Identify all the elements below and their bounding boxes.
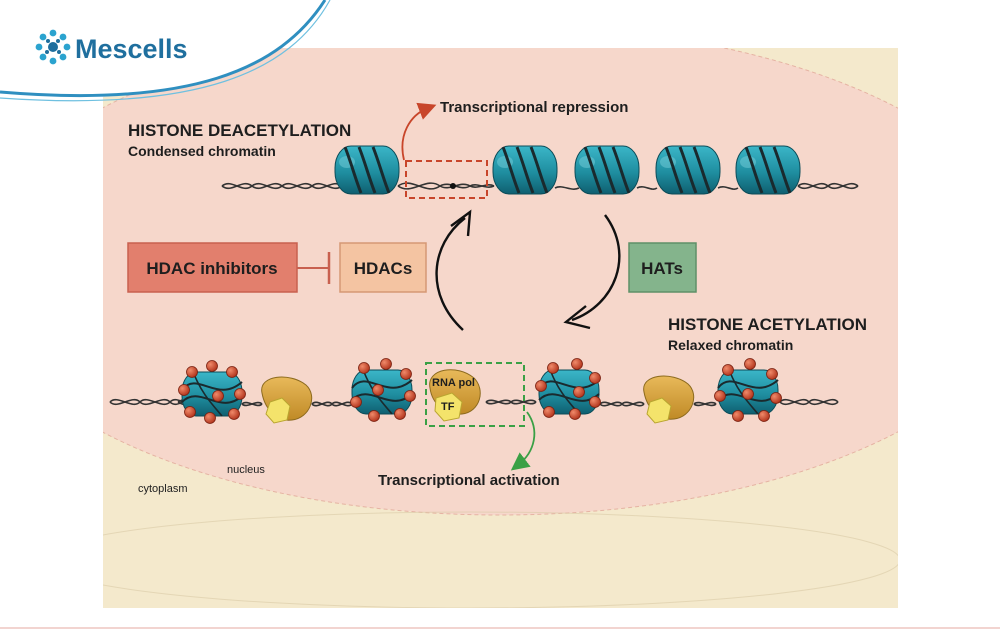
nucleus-label: nucleus: [227, 464, 265, 476]
acetyl-group: [226, 366, 238, 378]
acetyl-group: [404, 390, 416, 402]
acetyl-group: [569, 408, 581, 420]
acetyl-group: [184, 406, 196, 418]
hdac-inhibitors-box: [127, 242, 298, 293]
acetylated-nucleosome: [535, 358, 601, 420]
acetyl-group: [206, 360, 218, 372]
hdac-inhibitors-label: HDAC inhibitors: [146, 259, 277, 278]
condensed-nucleosome: [655, 145, 721, 195]
acetyl-group: [722, 364, 734, 376]
acetyl-group: [766, 368, 778, 380]
acetyl-group: [358, 362, 370, 374]
acetyl-group: [732, 410, 744, 422]
acetyl-group: [571, 358, 583, 370]
acetyl-group: [770, 392, 782, 404]
hdacs-box: [339, 242, 427, 293]
condensed-nucleosomes: [334, 145, 801, 195]
cytoplasm-label: cytoplasm: [138, 483, 188, 495]
acetyl-group: [228, 408, 240, 420]
activation-arrow: [510, 411, 536, 471]
header-swoosh: [0, 0, 325, 98]
repression-label: Transcriptional repression: [440, 99, 628, 116]
acetyl-group: [204, 412, 216, 424]
condensed-nucleosome: [574, 145, 640, 195]
relaxed-dna-strand: [109, 398, 839, 407]
acetylated-nucleosome: [350, 358, 416, 422]
relaxed-nucleosomes: [178, 358, 782, 424]
acetyl-group: [535, 380, 547, 392]
acetylation-cycle-arrow: [571, 214, 621, 322]
acetyl-group: [547, 362, 559, 374]
brand-name: Mescells: [75, 34, 188, 64]
acetyl-group: [372, 384, 384, 396]
acetyl-group: [744, 358, 756, 370]
deacetylation-title: HISTONE DEACETYLATION: [128, 121, 351, 140]
acetylation-title: HISTONE ACETYLATION: [668, 315, 867, 334]
activation-label: Transcriptional activation: [378, 472, 560, 489]
acetyl-group: [212, 390, 224, 402]
acetyl-group: [400, 368, 412, 380]
acetyl-group: [178, 384, 190, 396]
acetyl-group: [543, 406, 555, 418]
acetyl-group: [742, 388, 754, 400]
transcription-factor-complex-2: [643, 375, 695, 424]
acetyl-group: [394, 408, 406, 420]
acetyl-group: [589, 396, 601, 408]
transcription-factor-complex-1: [261, 376, 313, 424]
deacetylation-cycle-arrow: [435, 217, 466, 331]
mescells-logo-icon: [35, 29, 71, 65]
acetyl-group: [714, 390, 726, 402]
activation-region-box: [425, 362, 525, 427]
acetylation-subtitle: Relaxed chromatin: [668, 337, 793, 353]
acetyl-group: [186, 366, 198, 378]
acetyl-group: [380, 358, 392, 370]
acetylated-nucleosome: [714, 358, 782, 422]
acetyl-group: [589, 372, 601, 384]
hats-box: [628, 242, 697, 293]
acetyl-group: [234, 388, 246, 400]
condensed-nucleosome: [492, 145, 558, 195]
hats-label: HATs: [641, 259, 683, 278]
acetyl-group: [758, 410, 770, 422]
repression-region-box: [405, 160, 488, 199]
acetylated-nucleosome: [178, 360, 246, 424]
acetyl-group: [573, 386, 585, 398]
rna-pol-label: RNA pol: [432, 377, 475, 389]
tf-label: TF: [441, 401, 455, 413]
condensed-nucleosome: [334, 145, 400, 195]
rna-pol-tf-complex: RNA pol TF: [429, 369, 481, 422]
acetyl-group: [368, 410, 380, 422]
repression-arrow: [401, 102, 437, 161]
hdacs-label: HDACs: [354, 259, 413, 278]
deacetylation-subtitle: Condensed chromatin: [128, 143, 276, 159]
condensed-nucleosome: [735, 145, 801, 195]
acetyl-group: [350, 396, 362, 408]
